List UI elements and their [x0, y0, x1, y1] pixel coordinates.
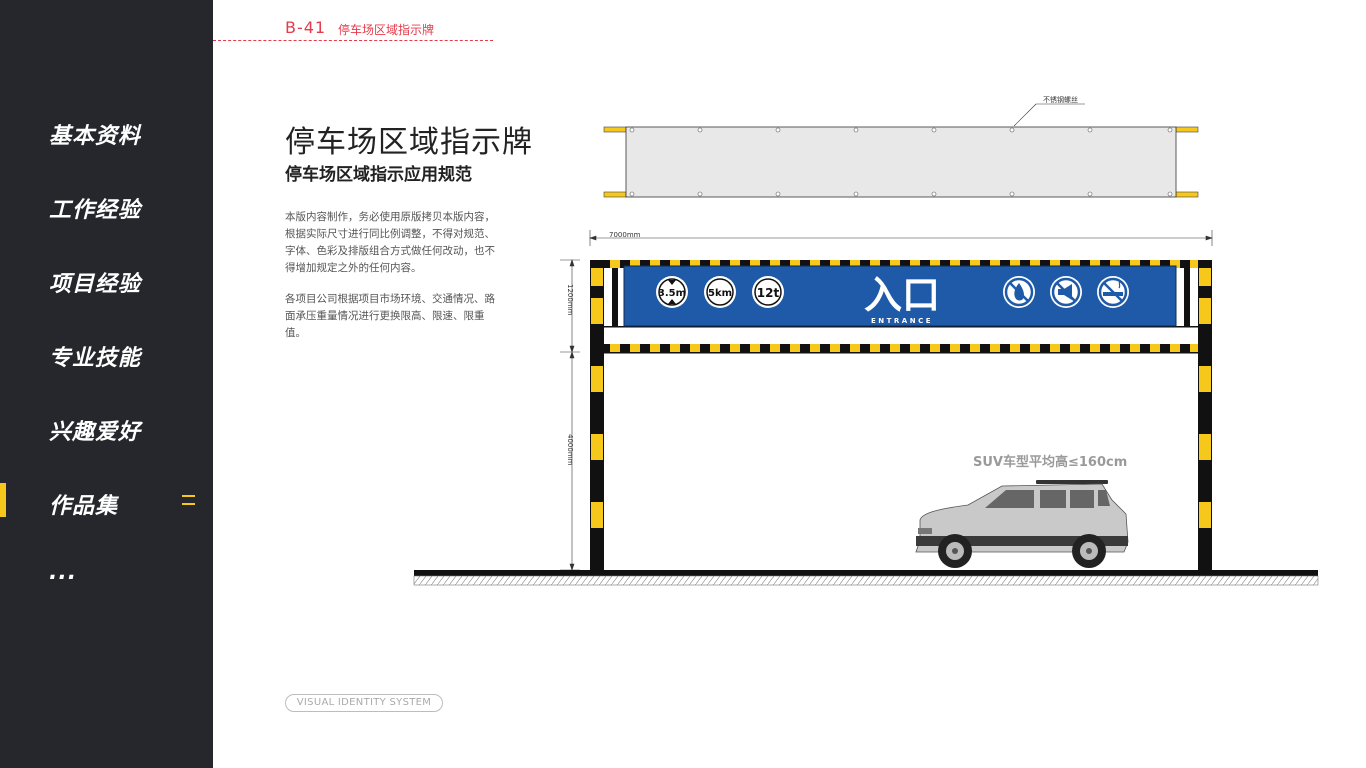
width-dimension-label: 7000mm — [609, 231, 641, 239]
description-paragraph-1: 本版内容制作，务必使用原版拷贝本版内容，根据实际尺寸进行同比例调整，不得对规范、… — [285, 211, 495, 274]
page-title: 停车场区域指示牌 — [285, 125, 533, 160]
suv-height-note: SUV车型平均高≤160cm — [973, 454, 1127, 470]
page-subtitle: 停车场区域指示应用规范 — [285, 165, 472, 185]
sidebar-item-project-experience[interactable]: 项目经验 — [49, 272, 142, 297]
width-dimension — [589, 230, 1213, 246]
header-title: 停车场区域指示牌 — [338, 23, 435, 37]
sidebar-item-more[interactable]: ... — [49, 560, 78, 585]
speed-limit-value: 5km — [708, 288, 732, 299]
active-indicator — [0, 483, 6, 517]
height-limit-value: 3.5m — [658, 288, 686, 299]
clearance-height-label: 4000mm — [566, 434, 574, 466]
page-code: B-41 — [285, 18, 327, 37]
no-horn-icon — [1050, 276, 1082, 308]
weight-limit-value: 12t — [757, 286, 780, 300]
sidebar-item-basic-info[interactable]: 基本资料 — [49, 124, 142, 149]
suv-car-illustration — [915, 480, 1129, 568]
sidebar-item-work-experience[interactable]: 工作经验 — [49, 198, 142, 223]
hamburger-icon[interactable] — [182, 495, 195, 505]
sidebar-item-skills[interactable]: 专业技能 — [49, 346, 142, 371]
speed-limit-icon: 5km — [704, 276, 736, 308]
screw-label: 不锈钢螺丝 — [1043, 95, 1078, 104]
sidebar-item-hobbies[interactable]: 兴趣爱好 — [49, 420, 142, 445]
sign-height-label: 1200mm — [566, 284, 574, 316]
no-smoking-icon — [1097, 276, 1129, 308]
gantry-frame — [590, 260, 1212, 572]
no-fire-icon — [1003, 276, 1035, 308]
banner-top-view: 不锈钢螺丝 — [603, 95, 1199, 198]
sidebar: 基本资料 工作经验 项目经验 专业技能 兴趣爱好 作品集 ... — [0, 0, 213, 768]
ground-line — [413, 570, 1319, 586]
header-divider — [213, 40, 493, 41]
height-limit-icon: 3.5m — [656, 276, 688, 308]
sidebar-item-portfolio[interactable]: 作品集 — [49, 494, 119, 519]
description-paragraph-2: 各项目公司根据项目市场环境、交通情况、路面承压重量情况进行更换限高、限速、限重值… — [285, 293, 495, 339]
weight-limit-icon: 12t — [752, 276, 784, 308]
entrance-sign: 3.5m 5km 12t 入口 ENTRANCE — [623, 265, 1177, 327]
sign-sub-text: ENTRANCE — [871, 317, 933, 325]
sign-main-text: 入口 — [864, 273, 940, 317]
footer-badge: VISUAL IDENTITY SYSTEM — [285, 694, 443, 712]
sign-drawing: 不锈钢螺丝 7000mm 1200mm 4000mm — [413, 95, 1319, 586]
